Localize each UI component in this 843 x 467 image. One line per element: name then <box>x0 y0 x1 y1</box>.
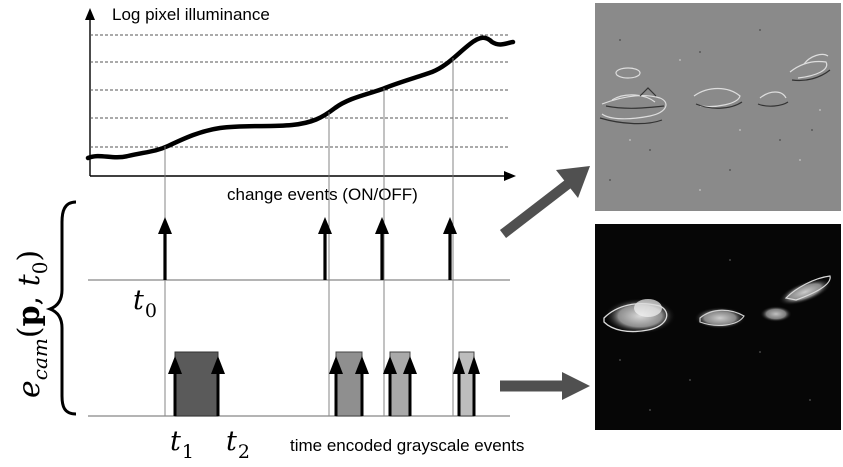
event-guide-lines <box>164 58 454 416</box>
event-frame-image <box>595 3 841 211</box>
to-event-frame-arrow <box>499 166 590 238</box>
plot-title: Log pixel illuminance <box>112 5 270 24</box>
y-axis-arrowhead <box>85 8 95 20</box>
change-events-row: t0 <box>88 217 510 322</box>
grayscale-event-arrows <box>173 372 476 416</box>
grayscale-event-arrowheads <box>168 356 480 374</box>
illuminance-plot: Log pixel illuminance change events (ON/… <box>85 5 516 204</box>
grayscale-events-row: t1 t2 time encoded grayscale events <box>88 351 524 463</box>
change-events-label: change events (ON/OFF) <box>227 185 418 204</box>
on-event-arrow <box>443 217 457 280</box>
on-event-arrow <box>158 217 172 280</box>
grayscale-pulse <box>389 351 411 417</box>
grayscale-pulse <box>174 351 219 417</box>
grayscale-frame-image <box>595 224 841 430</box>
to-grayscale-frame-arrow <box>500 372 590 400</box>
threshold-gridlines <box>90 34 510 148</box>
e-cam-group: ecam(p, t0) <box>12 200 77 416</box>
grayscale-pulse <box>335 351 363 417</box>
grayscale-pulse <box>458 351 475 417</box>
illuminance-curve <box>85 35 516 161</box>
t2-label: t2 <box>226 426 250 463</box>
e-cam-label: ecam(p, t0) <box>12 250 52 398</box>
t0-label: t0 <box>133 285 157 322</box>
t1-label: t1 <box>170 426 194 463</box>
x-axis-arrowhead <box>504 171 516 181</box>
on-event-arrow <box>318 217 332 280</box>
curly-brace <box>45 200 77 416</box>
on-event-arrow <box>375 217 389 280</box>
grayscale-events-label: time encoded grayscale events <box>290 436 524 455</box>
